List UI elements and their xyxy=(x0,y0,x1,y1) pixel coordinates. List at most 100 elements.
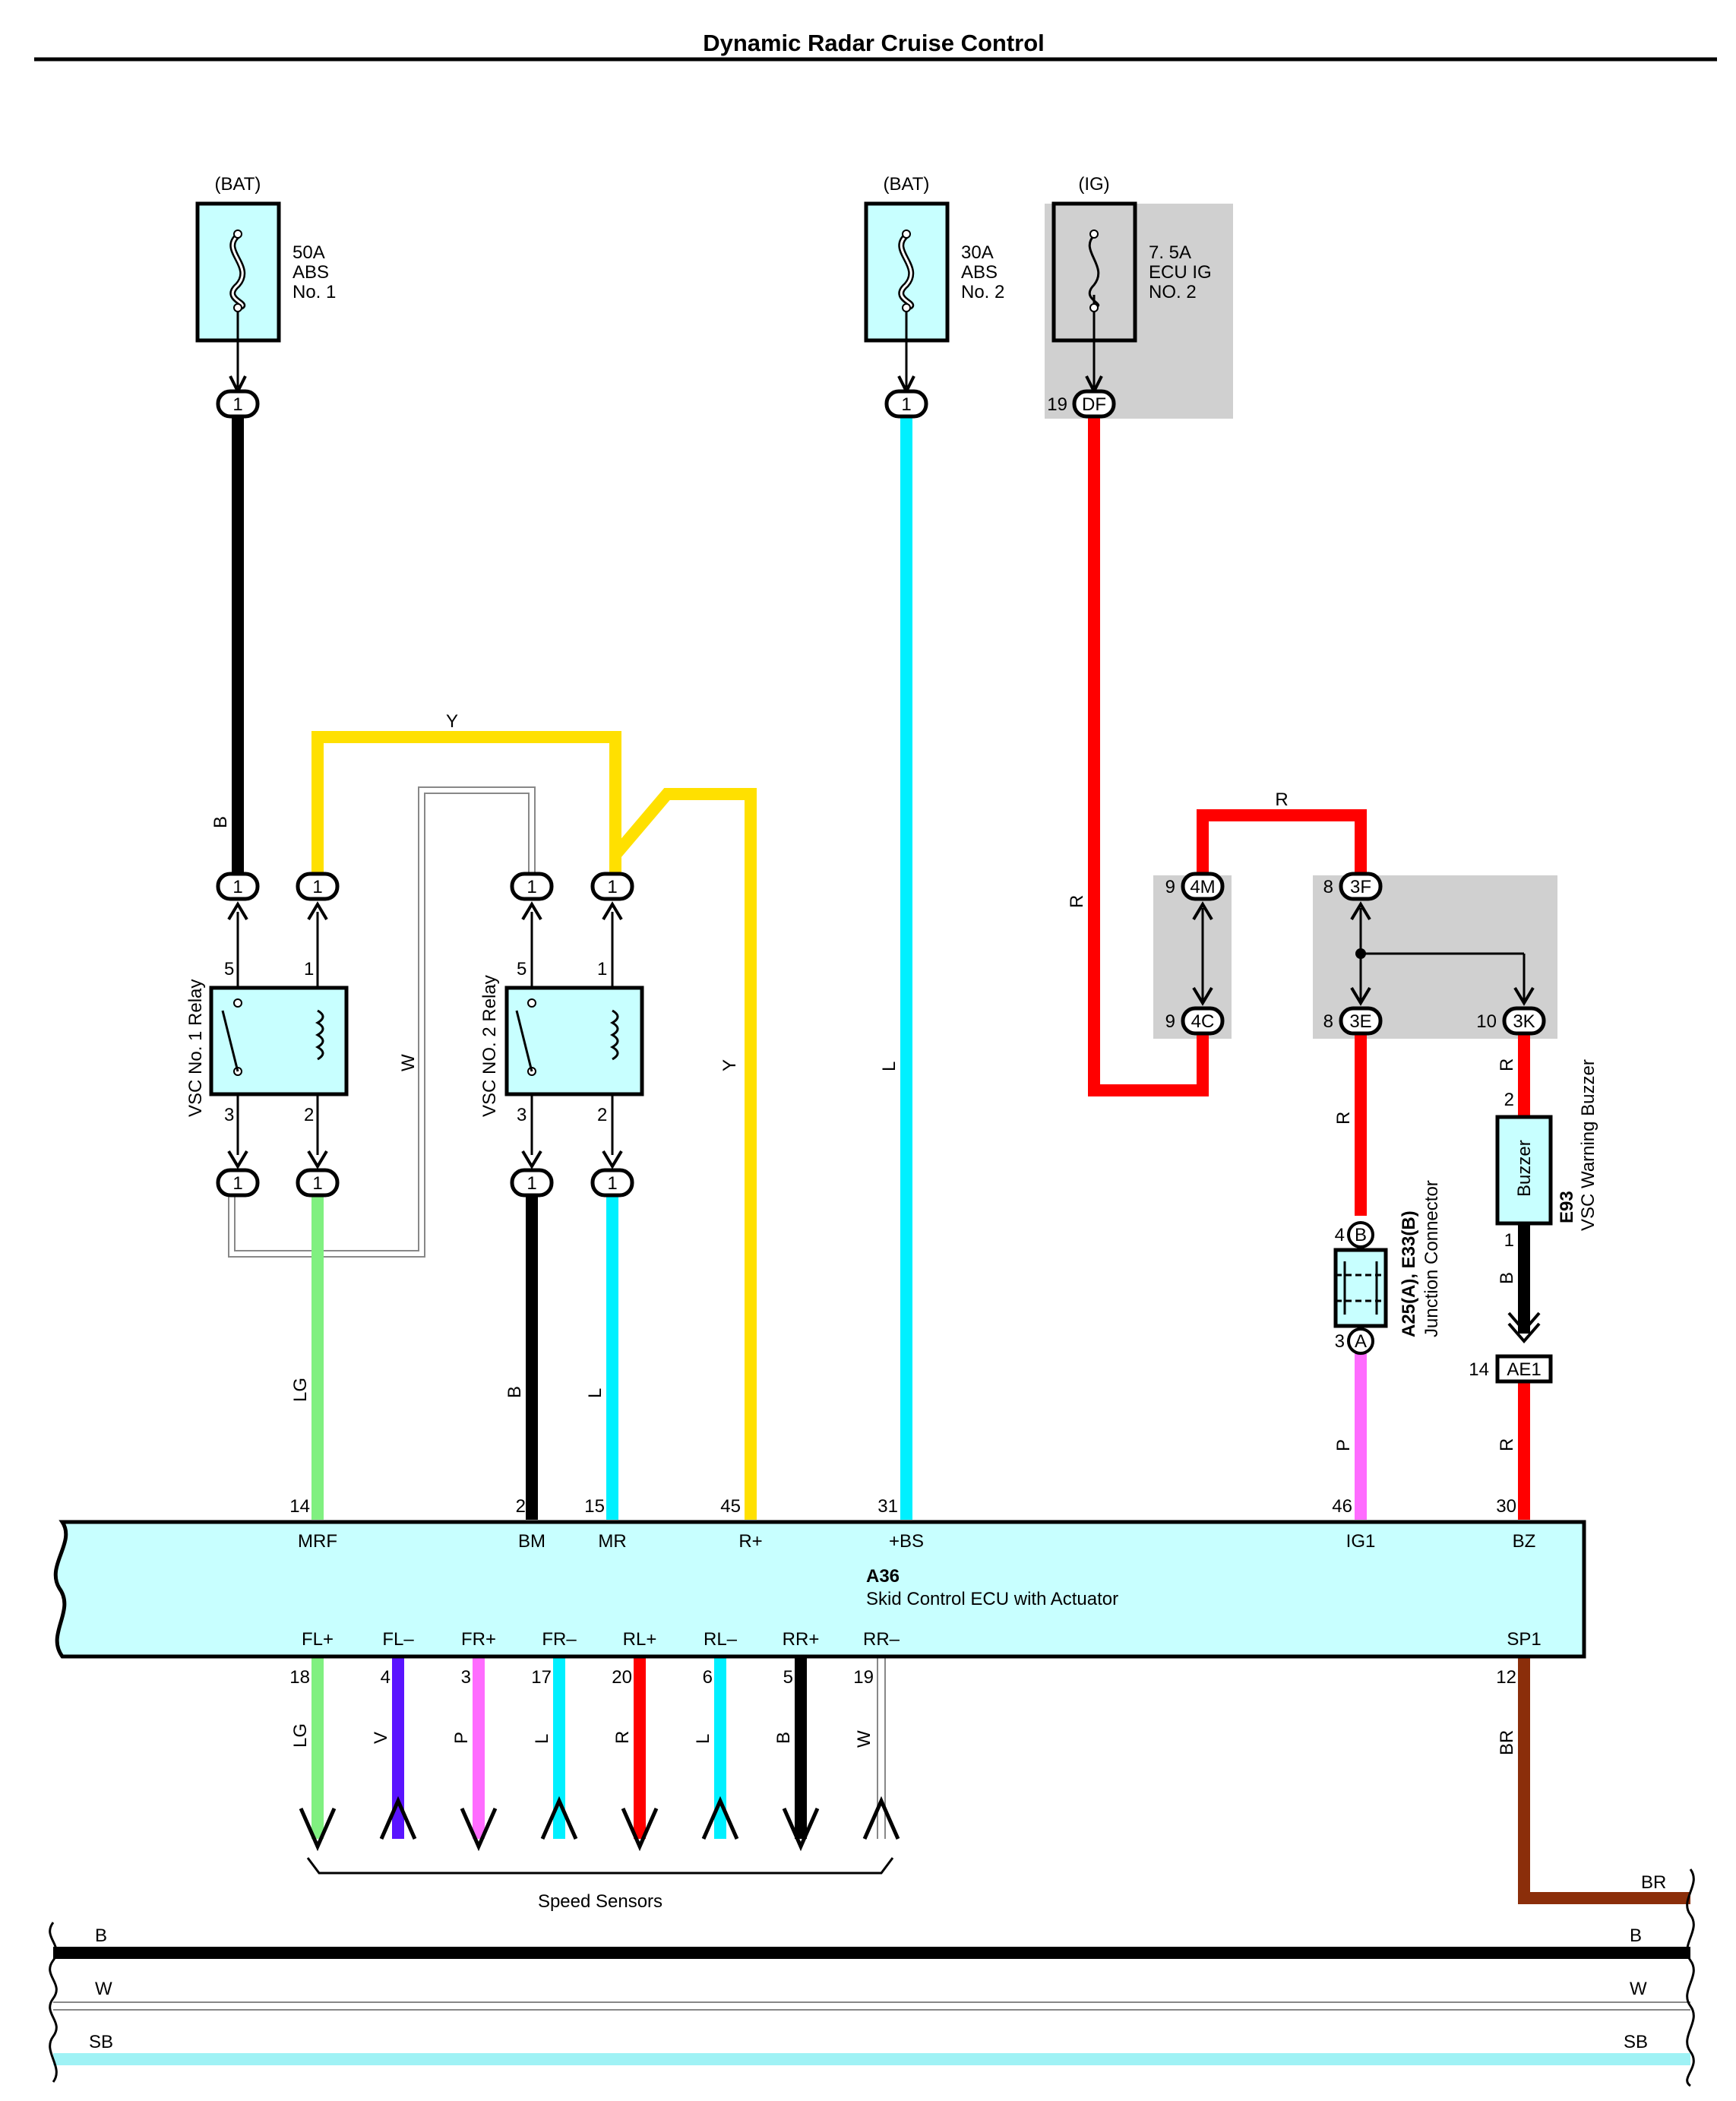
svg-text:3E: 3E xyxy=(1349,1011,1371,1032)
conn-3k: 3K 10 xyxy=(1476,1006,1546,1036)
bus-sb: SB SB xyxy=(53,2032,1690,2065)
svg-text:1: 1 xyxy=(232,1173,242,1194)
svg-text:V: V xyxy=(371,1732,391,1744)
fuse3-name: ECU IG xyxy=(1149,262,1212,283)
relay1-pin5: 5 xyxy=(224,959,234,979)
junction-connector: B A xyxy=(1333,1221,1388,1355)
svg-text:6: 6 xyxy=(703,1667,713,1688)
svg-text:W: W xyxy=(1630,1979,1647,1999)
relay2-pin2: 2 xyxy=(597,1105,607,1125)
svg-text:10: 10 xyxy=(1476,1011,1497,1032)
relay1-pin3: 3 xyxy=(224,1105,234,1125)
fuse1-no: No. 1 xyxy=(292,282,336,302)
svg-text:B: B xyxy=(773,1732,794,1744)
wc-r-left: R xyxy=(1067,895,1087,908)
svg-text:14: 14 xyxy=(289,1496,310,1517)
svg-text:1: 1 xyxy=(232,877,242,897)
svg-text:15: 15 xyxy=(584,1496,605,1517)
svg-text:FL+: FL+ xyxy=(302,1629,334,1650)
bus-break-marks xyxy=(49,1868,1695,2087)
svg-text:3F: 3F xyxy=(1350,877,1371,897)
svg-text:20: 20 xyxy=(612,1667,632,1688)
bat1-label: (BAT) xyxy=(215,174,261,195)
conn-3e: 3E 8 xyxy=(1323,1006,1383,1036)
svg-text:AE1: AE1 xyxy=(1507,1359,1541,1380)
wc-br: BR xyxy=(1497,1730,1517,1755)
wc-p-ig: P xyxy=(1333,1439,1354,1451)
svg-text:+BS: +BS xyxy=(889,1531,924,1552)
ecu-code: A36 xyxy=(866,1566,900,1587)
wire-y-right xyxy=(610,788,757,1520)
buzzer: Buzzer xyxy=(1495,1115,1553,1226)
svg-text:9: 9 xyxy=(1165,1011,1175,1032)
relay2-label: VSC NO. 2 Relay xyxy=(479,975,500,1117)
svg-text:31: 31 xyxy=(877,1496,898,1517)
svg-text:FL–: FL– xyxy=(382,1629,414,1650)
svg-text:4: 4 xyxy=(381,1667,391,1688)
svg-text:5: 5 xyxy=(783,1667,793,1688)
shade-ig-fuse xyxy=(1045,204,1233,419)
wc-l-mr: L xyxy=(585,1388,606,1398)
svg-text:RL–: RL– xyxy=(704,1629,738,1650)
relay1-pin1: 1 xyxy=(304,959,314,979)
svg-text:B: B xyxy=(1630,1925,1642,1946)
bat2-label: (BAT) xyxy=(884,174,930,195)
wc-y-right: Y xyxy=(719,1059,740,1071)
svg-text:14: 14 xyxy=(1469,1359,1489,1380)
svg-text:3: 3 xyxy=(461,1667,471,1688)
bus-b: B B xyxy=(53,1925,1690,1959)
wc-r-3e: R xyxy=(1333,1112,1354,1125)
svg-text:L: L xyxy=(693,1734,713,1744)
svg-text:12: 12 xyxy=(1496,1667,1516,1688)
buzzer-pin-2: 2 xyxy=(1504,1090,1514,1110)
svg-text:19: 19 xyxy=(853,1667,874,1688)
relay2-pin5: 5 xyxy=(517,959,526,979)
speed-sensors-label: Speed Sensors xyxy=(538,1891,662,1912)
conn-fuse1: 1 xyxy=(216,389,260,419)
fuse1-name: ABS xyxy=(292,262,329,283)
svg-text:SB: SB xyxy=(89,2032,113,2052)
svg-text:LG: LG xyxy=(290,1723,311,1748)
svg-text:1: 1 xyxy=(232,394,242,415)
wc-b-bm: B xyxy=(504,1386,525,1398)
svg-text:4M: 4M xyxy=(1190,877,1215,897)
svg-text:8: 8 xyxy=(1323,1011,1333,1032)
ecu-name: Skid Control ECU with Actuator xyxy=(866,1589,1118,1609)
svg-text:BM: BM xyxy=(518,1531,545,1552)
svg-text:DF: DF xyxy=(1082,394,1106,415)
relay2-pin1: 1 xyxy=(597,959,607,979)
relay1-pin2: 2 xyxy=(304,1105,314,1125)
page-title: Dynamic Radar Cruise Control xyxy=(703,30,1045,56)
buzzer-pin-1: 1 xyxy=(1504,1230,1514,1251)
svg-text:IG1: IG1 xyxy=(1346,1531,1376,1552)
junction-code: A25(A), E33(B) xyxy=(1399,1210,1419,1337)
wire-r-df xyxy=(1088,416,1209,1096)
wc-r-bz: R xyxy=(1497,1438,1517,1451)
svg-text:BZ: BZ xyxy=(1513,1531,1536,1552)
svg-text:19: 19 xyxy=(1047,394,1067,415)
svg-text:B: B xyxy=(95,1925,107,1946)
svg-text:B: B xyxy=(1355,1225,1367,1245)
svg-text:46: 46 xyxy=(1332,1496,1352,1517)
svg-text:1: 1 xyxy=(901,394,911,415)
fuse2-name: ABS xyxy=(961,262,998,283)
junction-pin-a: 3 xyxy=(1335,1331,1345,1352)
svg-text:45: 45 xyxy=(720,1496,741,1517)
conn-4m: 4M 9 xyxy=(1165,872,1225,901)
svg-text:W: W xyxy=(854,1730,874,1748)
sensor-wire-labels: LG V P L R L B W xyxy=(290,1723,874,1748)
fuse3-no: NO. 2 xyxy=(1149,282,1197,302)
ecu-top-terminals: 14 MRF 2 BM 15 MR 45 R+ 31 +BS 46 IG1 30… xyxy=(289,1496,1535,1552)
relay-vsc-2 xyxy=(504,986,644,1096)
svg-text:17: 17 xyxy=(531,1667,552,1688)
svg-text:3K: 3K xyxy=(1513,1011,1535,1032)
svg-text:4C: 4C xyxy=(1191,1011,1215,1032)
wc-br-bus: BR xyxy=(1641,1872,1666,1893)
relay-arrowheads xyxy=(227,901,623,1169)
svg-text:P: P xyxy=(451,1732,472,1744)
svg-text:L: L xyxy=(532,1734,552,1744)
svg-text:8: 8 xyxy=(1323,877,1333,897)
svg-text:2: 2 xyxy=(516,1496,526,1517)
